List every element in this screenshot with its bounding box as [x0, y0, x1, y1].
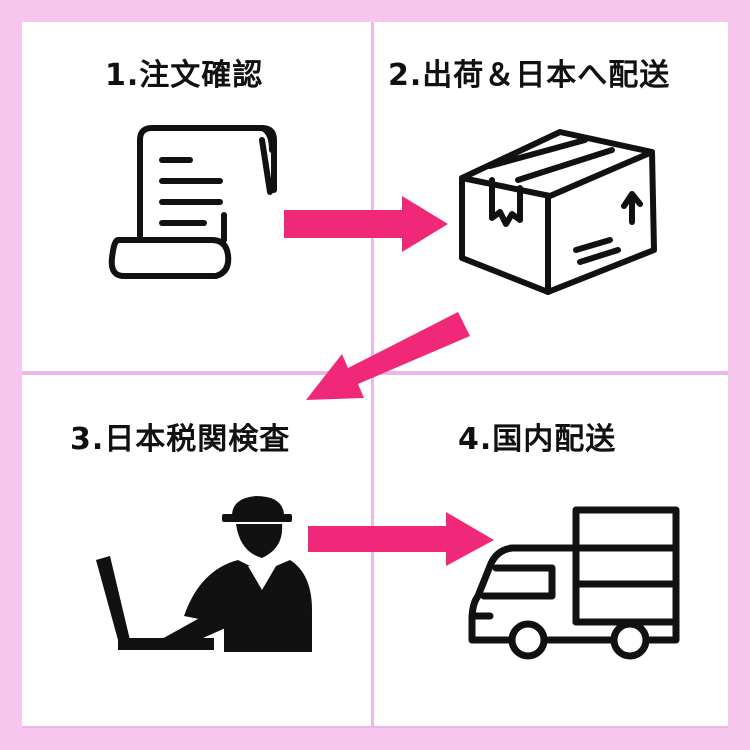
step-4-label: 4.国内配送 [458, 422, 617, 457]
receipt-icon [108, 125, 277, 279]
step-3-label: 3.日本税関検査 [70, 422, 291, 457]
arrow-1-to-2 [284, 196, 448, 252]
step-1-panel [22, 22, 371, 371]
customs-officer-icon [96, 496, 312, 652]
step-2-label: 2.出荷＆日本へ配送 [388, 58, 671, 93]
box-icon [459, 129, 657, 295]
step-1-label: 1.注文確認 [105, 58, 264, 93]
truck-icon [468, 506, 680, 660]
arrow-2-to-3 [306, 312, 470, 400]
arrow-3-to-4 [308, 512, 494, 566]
flow-arrows [284, 196, 494, 566]
